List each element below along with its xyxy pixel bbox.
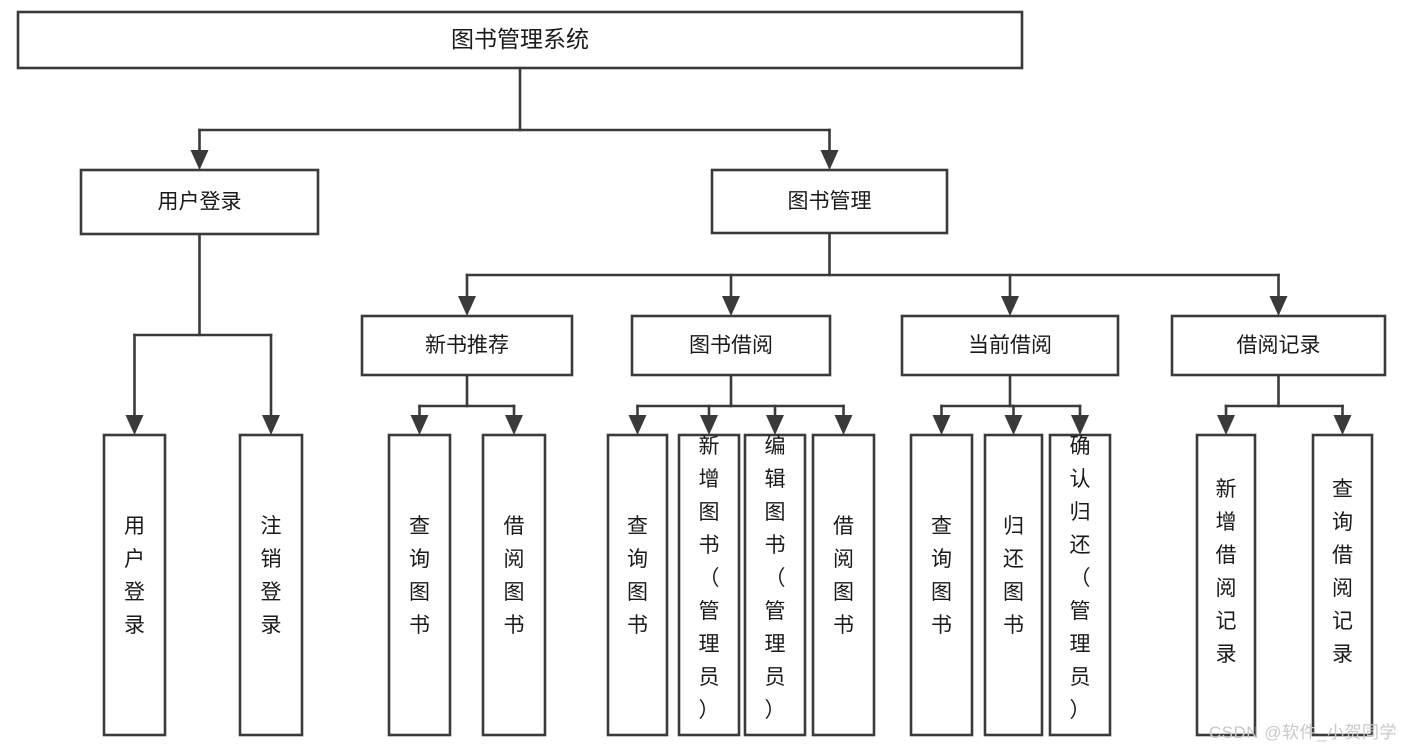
node-label: 归还图书 xyxy=(1003,515,1024,637)
node-leaf-edit-book[interactable]: 编辑图书（管理员） xyxy=(743,433,807,737)
arrowhead-icon xyxy=(1071,415,1089,435)
node-box xyxy=(16,10,1024,70)
node-label: 借阅图书 xyxy=(504,515,525,637)
arrowhead-icon xyxy=(628,415,647,435)
arrowhead-icon xyxy=(820,150,839,170)
node-label: 查询图书 xyxy=(409,515,430,637)
node-leaf-user-login[interactable]: 用户登录 xyxy=(102,433,167,737)
node-label: 用户登录 xyxy=(124,515,145,637)
arrowhead-icon xyxy=(262,415,280,435)
node-box xyxy=(909,433,974,737)
node-label: 用户登录 xyxy=(158,191,242,214)
node-leaf-query-book-borrow[interactable]: 查询图书 xyxy=(606,433,669,737)
node-box xyxy=(1311,433,1374,737)
arrowhead-icon xyxy=(1004,415,1023,435)
node-box xyxy=(983,433,1044,737)
node-current-borrow[interactable]: 当前借阅 xyxy=(900,314,1120,377)
arrowhead-icon xyxy=(410,415,429,435)
node-label: 新增借阅记录 xyxy=(1216,478,1237,666)
node-box xyxy=(710,168,949,235)
node-leaf-add-borrow-record[interactable]: 新增借阅记录 xyxy=(1195,433,1257,737)
node-label: 确认归还（管理员） xyxy=(1070,435,1091,722)
arrowhead-icon xyxy=(700,415,718,435)
arrowhead-icon xyxy=(722,296,740,316)
arrowhead-icon xyxy=(505,415,523,435)
node-label: 借阅图书 xyxy=(833,515,854,637)
node-leaf-borrow-book[interactable]: 借阅图书 xyxy=(811,433,876,737)
node-leaf-borrow-book-recommend[interactable]: 借阅图书 xyxy=(481,433,547,737)
arrowhead-icon xyxy=(190,150,209,170)
node-new-book-recommend[interactable]: 新书推荐 xyxy=(360,314,574,377)
node-box xyxy=(102,433,167,737)
arrowhead-icon xyxy=(458,296,476,316)
node-label: 图书管理系统 xyxy=(451,26,589,52)
node-box xyxy=(606,433,669,737)
node-label: 查询图书 xyxy=(931,515,952,637)
node-box xyxy=(360,314,574,377)
node-label: 查询图书 xyxy=(627,515,648,637)
node-label: 当前借阅 xyxy=(968,334,1052,357)
node-leaf-return-book[interactable]: 归还图书 xyxy=(983,433,1044,737)
node-leaf-query-book-current[interactable]: 查询图书 xyxy=(909,433,974,737)
connector-layer xyxy=(125,66,1352,435)
node-label: 编辑图书（管理员） xyxy=(765,435,786,722)
node-leaf-logout[interactable]: 注销登录 xyxy=(238,433,304,737)
node-box xyxy=(630,314,832,377)
node-label: 注销登录 xyxy=(261,515,282,637)
arrowhead-icon xyxy=(1333,415,1352,435)
node-leaf-query-book-recommend[interactable]: 查询图书 xyxy=(387,433,452,737)
node-box xyxy=(238,433,304,737)
node-leaf-query-borrow-record[interactable]: 查询借阅记录 xyxy=(1311,433,1374,737)
node-label: 图书借阅 xyxy=(689,334,773,357)
node-label: 图书管理 xyxy=(788,190,872,213)
arrowhead-icon xyxy=(932,415,951,435)
node-book-borrow[interactable]: 图书借阅 xyxy=(630,314,832,377)
node-user-login[interactable]: 用户登录 xyxy=(79,168,320,236)
node-box xyxy=(677,433,741,737)
arrowhead-icon xyxy=(1001,296,1019,316)
node-leaf-confirm-return[interactable]: 确认归还（管理员） xyxy=(1048,433,1112,737)
node-layer: 图书管理系统用户登录图书管理新书推荐图书借阅当前借阅借阅记录用户登录注销登录查询… xyxy=(16,10,1387,737)
node-box xyxy=(481,433,547,737)
node-borrow-record[interactable]: 借阅记录 xyxy=(1170,314,1387,377)
arrowhead-icon xyxy=(1269,296,1288,316)
node-box xyxy=(811,433,876,737)
node-box xyxy=(79,168,320,236)
node-box xyxy=(1048,433,1112,737)
node-label: 借阅记录 xyxy=(1237,334,1321,357)
arrowhead-icon xyxy=(1217,415,1235,435)
arrowhead-icon xyxy=(834,415,853,435)
node-box xyxy=(387,433,452,737)
node-label: 新增图书（管理员） xyxy=(699,435,720,722)
node-root[interactable]: 图书管理系统 xyxy=(16,10,1024,70)
node-box xyxy=(900,314,1120,377)
node-box xyxy=(1170,314,1387,377)
arrowhead-icon xyxy=(125,415,144,435)
arrowhead-icon xyxy=(766,415,784,435)
node-book-management[interactable]: 图书管理 xyxy=(710,168,949,235)
node-label: 查询借阅记录 xyxy=(1332,478,1353,666)
node-box xyxy=(743,433,807,737)
node-label: 新书推荐 xyxy=(425,334,509,357)
node-box xyxy=(1195,433,1257,737)
node-leaf-add-book[interactable]: 新增图书（管理员） xyxy=(677,433,741,737)
